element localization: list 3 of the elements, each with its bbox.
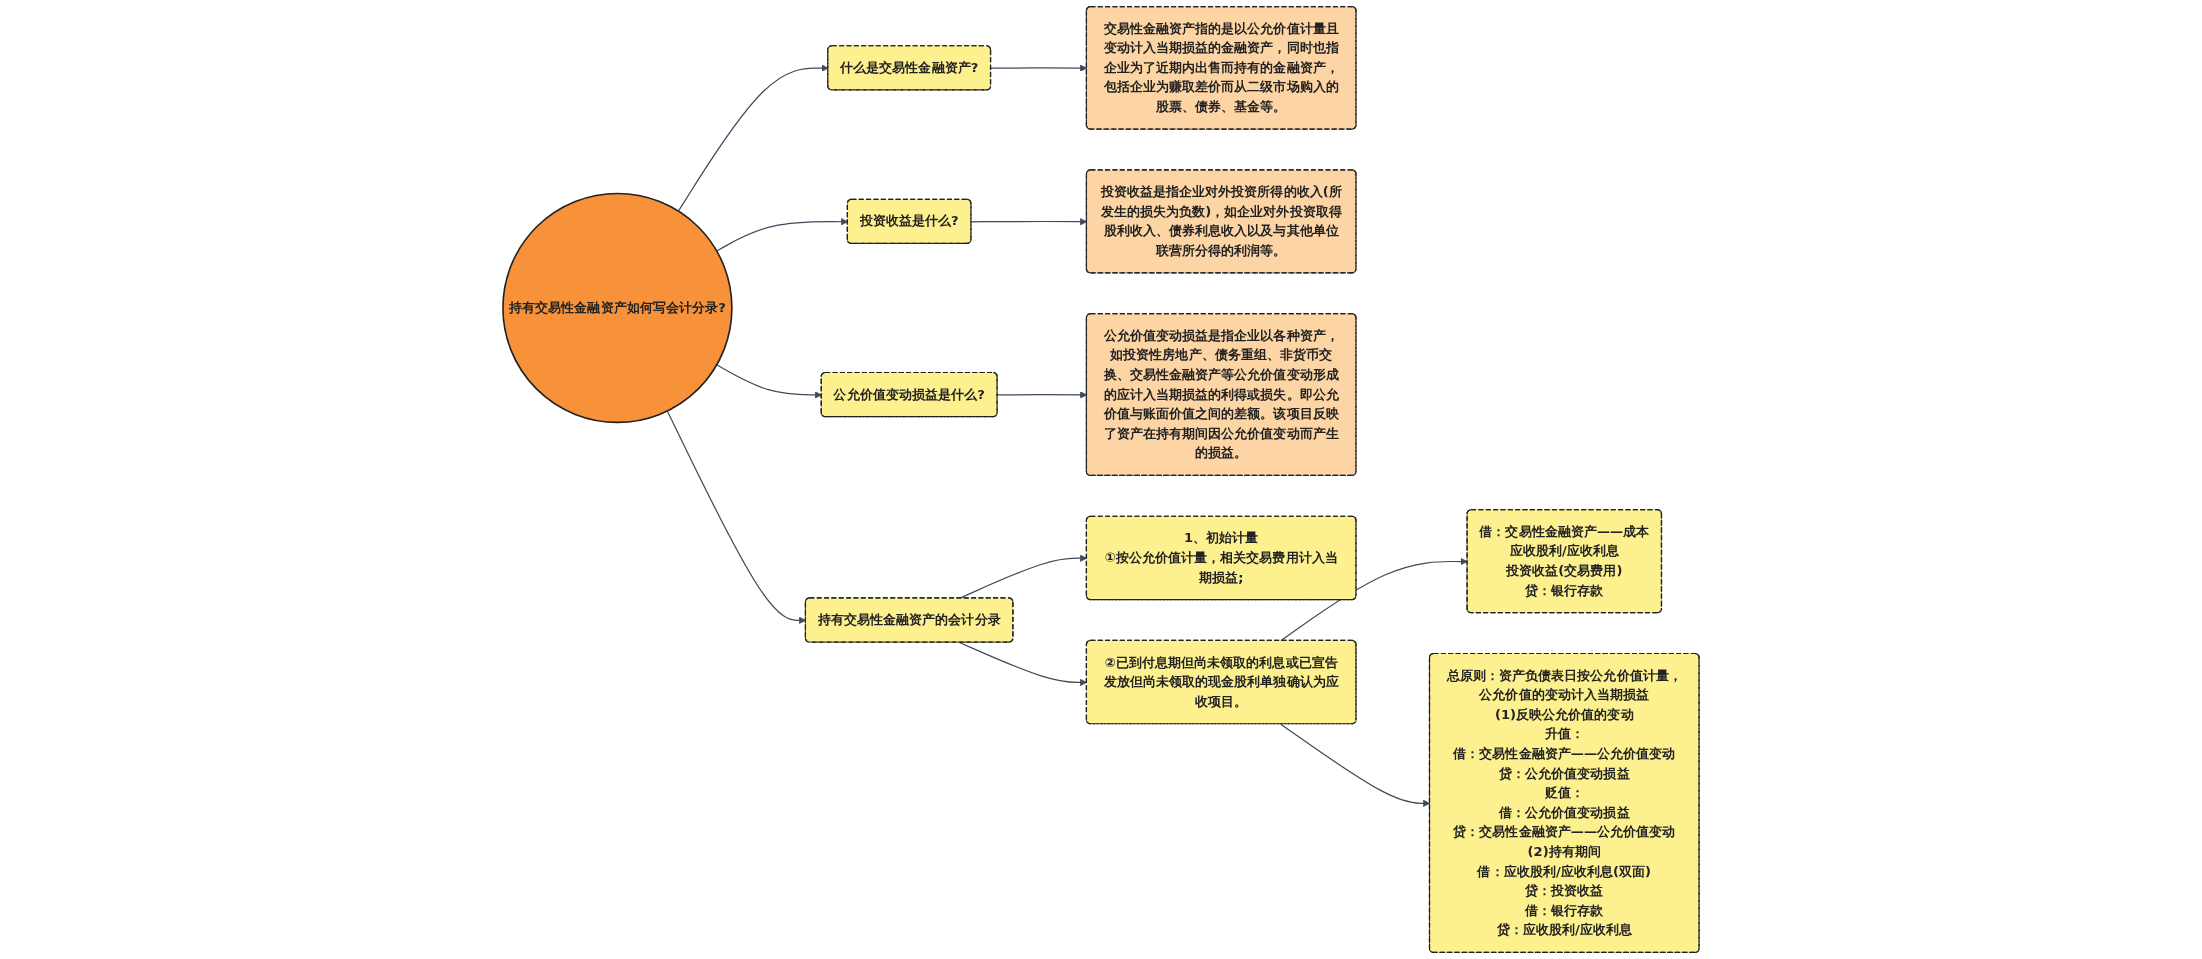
arrow xyxy=(1280,557,1468,642)
node-circle: 持有交易性金融资产如何写会计分录? xyxy=(502,192,733,424)
arrow xyxy=(716,364,822,399)
